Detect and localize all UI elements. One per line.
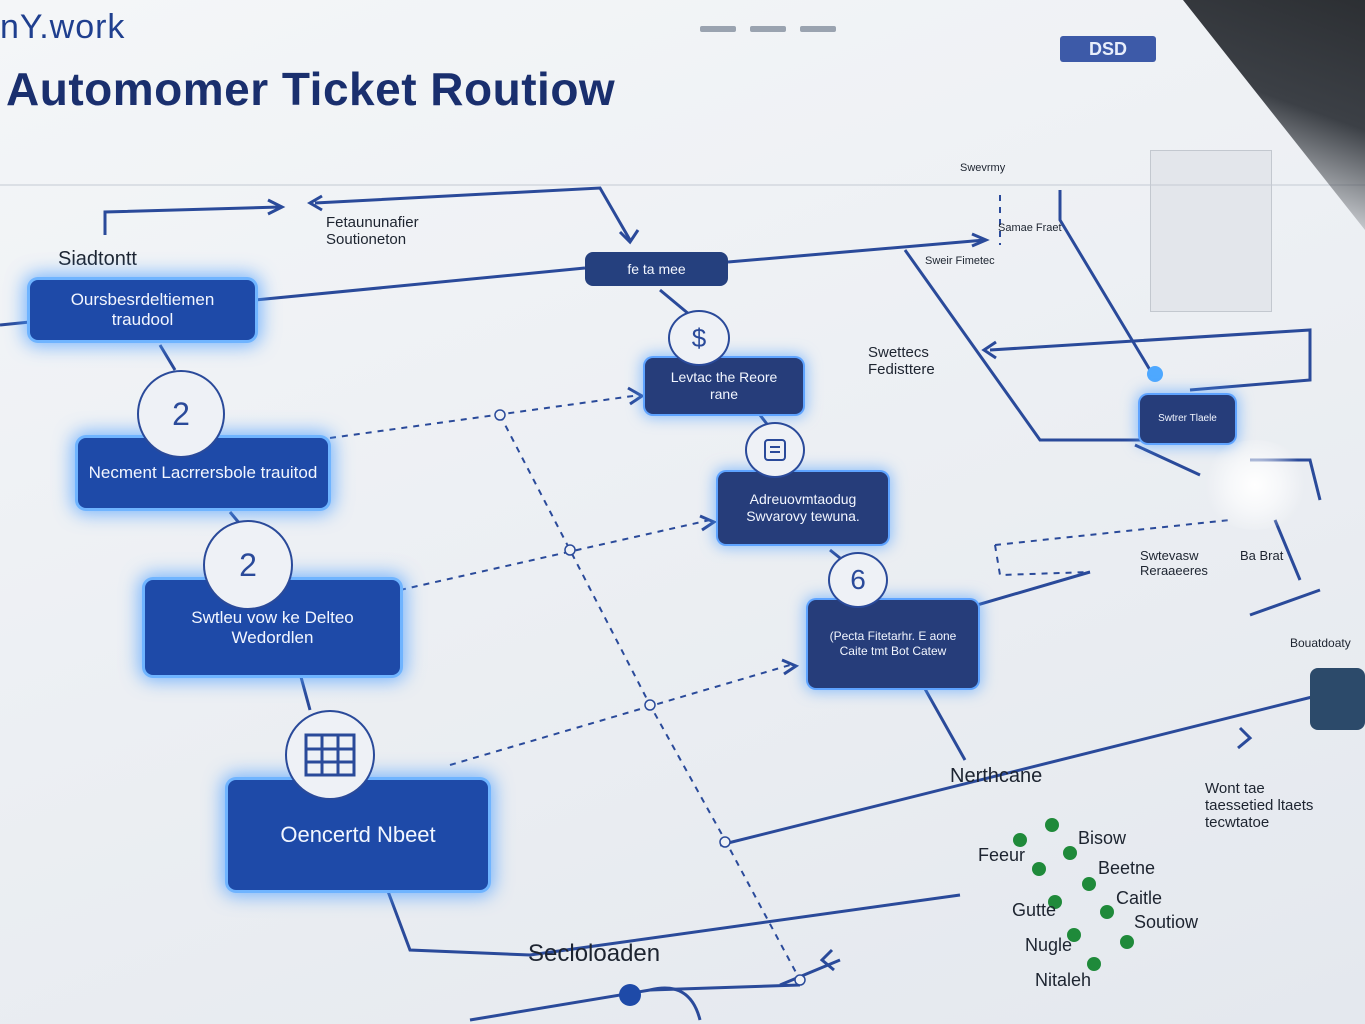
bottom-label: Secloloaden xyxy=(528,940,661,967)
feature-label: Fetaununafier Soutioneton xyxy=(326,214,419,248)
screen-glare xyxy=(1200,440,1310,530)
brand-logo: nY.work xyxy=(0,8,126,46)
step-badge-1: 2 xyxy=(137,370,225,458)
legend-item: Caitle xyxy=(1116,888,1163,908)
legend-item: Beetne xyxy=(1098,858,1156,878)
legend-dot xyxy=(1048,895,1062,909)
legend-item: Soutiow xyxy=(1134,912,1199,932)
legend-item: Feeur xyxy=(978,845,1026,865)
mid-right-label-b: Ba Brat xyxy=(1240,548,1284,563)
page-title: Automomer Ticket Routiow xyxy=(6,63,616,115)
legend-dot xyxy=(1063,846,1077,860)
legend-dot xyxy=(1100,905,1114,919)
legend-dot xyxy=(1032,862,1046,876)
center-node-header[interactable]: fe ta mee xyxy=(585,252,728,286)
legend-dot xyxy=(1045,818,1059,832)
legend-item: Nugle xyxy=(1025,935,1073,955)
right-small-label: Sweir Fimetec xyxy=(925,255,995,267)
right-node-1[interactable]: Swtrer Tlaele xyxy=(1140,395,1235,443)
right-note-label: Wont tae taessetied ltaets tecwtatoe xyxy=(1205,780,1314,831)
dollar-badge: $ xyxy=(668,310,730,366)
flow-node-1[interactable]: Oursbesrdeltiemen traudool xyxy=(30,280,255,340)
right-node-edge[interactable] xyxy=(1310,668,1365,730)
legend-dot xyxy=(1067,928,1081,942)
top-box-sub-label: Samae Fraet xyxy=(998,222,1062,234)
legend-dot xyxy=(1120,935,1134,949)
network-label: Nerthcane xyxy=(950,765,1043,787)
legend-dot xyxy=(1013,833,1027,847)
side-note-label: Swettecs Fedisttere xyxy=(868,344,935,378)
legend-item: Gutte xyxy=(1012,900,1057,920)
center-node-3[interactable]: (Pecta Fitetarhr. E aone Caite tmt Bot C… xyxy=(808,600,978,688)
center-node-1[interactable]: Levtac the Reore rane xyxy=(645,358,803,414)
far-right-label: Bouatdoaty xyxy=(1290,636,1351,650)
top-logo-icon: DSD xyxy=(1060,36,1156,62)
flow-node-2[interactable]: Necment Lacrrersbole trauitod xyxy=(78,438,328,508)
legend-dot xyxy=(1082,877,1096,891)
legend-dot xyxy=(1087,957,1101,971)
step-badge-2: 2 xyxy=(203,520,293,610)
side-panel xyxy=(1150,150,1272,312)
top-menu[interactable] xyxy=(700,26,836,32)
start-label: Siadtontt xyxy=(58,248,137,270)
legend-item: Bisow xyxy=(1078,828,1127,848)
center-node-2[interactable]: Adreuovmtaodug Swvarovy tewuna. xyxy=(718,472,888,544)
mid-right-label-a: Swtevasw Reraaeeres xyxy=(1140,548,1208,578)
flow-node-4[interactable]: Oencertd Nbeet xyxy=(228,780,488,890)
grid-icon xyxy=(285,710,375,800)
legend-item: Nitaleh xyxy=(1035,970,1092,990)
document-icon xyxy=(745,422,805,478)
top-box-label: Swevrmy xyxy=(960,162,1006,174)
step-badge-6: 6 xyxy=(828,552,888,608)
